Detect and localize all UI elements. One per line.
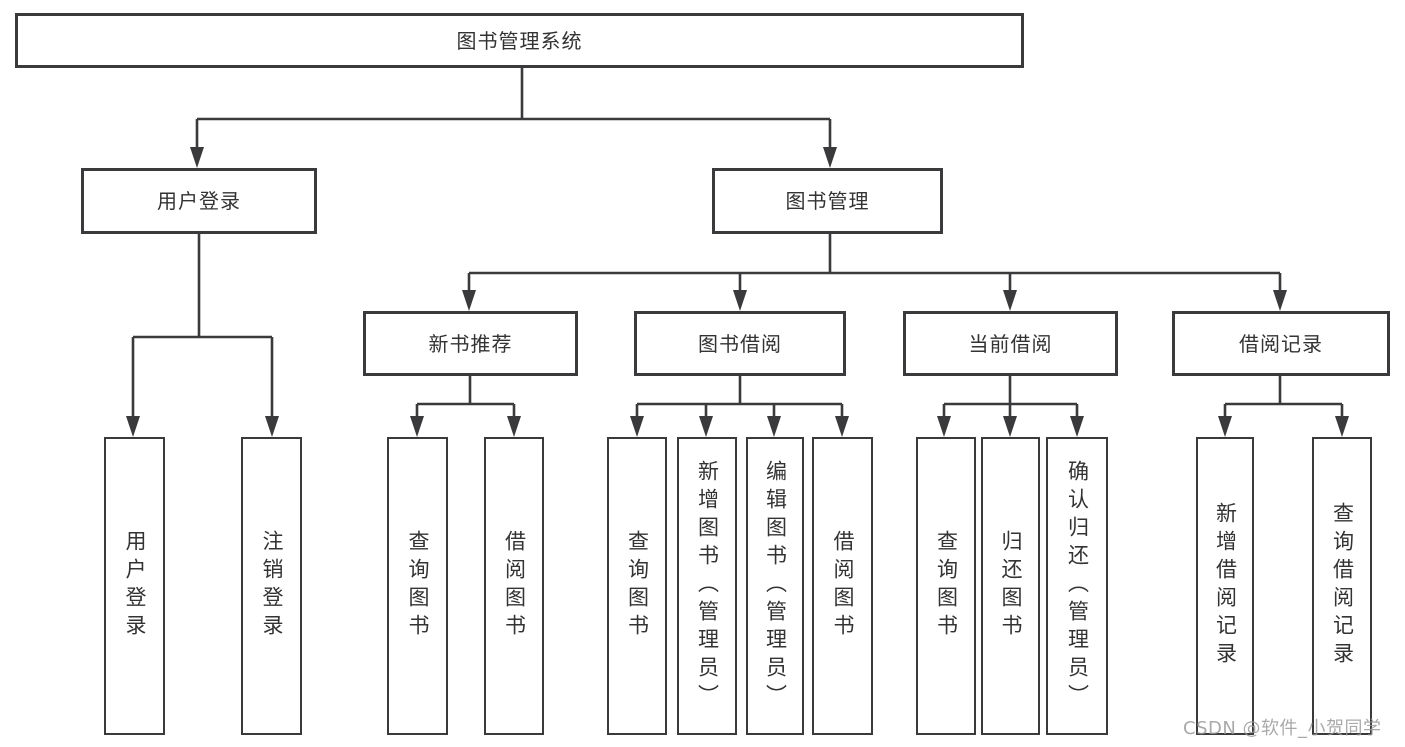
leaf-node-label: 查询图书 [934,530,959,642]
leaf-node-label: 新增借阅记录 [1213,502,1238,670]
node-book-borrow-label: 图书借阅 [698,331,782,356]
leaf-node-label: 查询借阅记录 [1330,502,1355,670]
leaf-node-edit-book-admin: 编辑图书（管理员） [746,437,804,735]
leaf-node-query-borrow-record: 查询借阅记录 [1312,437,1372,735]
leaf-node-query-book-2: 查询图书 [607,437,667,735]
leaf-node-label: 用户登录 [123,530,147,642]
leaf-node-add-borrow-record: 新增借阅记录 [1196,437,1254,735]
node-root-label: 图书管理系统 [456,28,583,53]
leaf-node-confirm-return-admin: 确认归还（管理员） [1046,437,1108,735]
leaf-node-label: 确认归还（管理员） [1065,460,1090,712]
leaf-node-borrow-book-1: 借阅图书 [484,437,544,735]
leaf-node-borrow-book-2: 借阅图书 [812,437,873,735]
leaf-node-query-book-1: 查询图书 [387,437,448,735]
leaf-node-label: 注销登录 [260,530,284,642]
leaf-node-label: 借阅图书 [831,530,855,642]
node-book-borrow: 图书借阅 [634,311,846,376]
node-current-borrow-label: 当前借阅 [968,331,1053,356]
leaf-node-label: 查询图书 [406,530,430,642]
leaf-node-label: 归还图书 [999,530,1023,642]
node-new-book-recommend-label: 新书推荐 [428,331,513,356]
leaf-node-user-login: 用户登录 [104,437,165,735]
node-new-book-recommend: 新书推荐 [363,311,578,376]
node-borrow-records: 借阅记录 [1172,311,1390,376]
node-user-login: 用户登录 [81,168,317,234]
node-book-management-label: 图书管理 [785,189,870,213]
leaf-node-return-book: 归还图书 [981,437,1040,735]
leaf-node-label: 新增图书（管理员） [695,460,720,712]
node-book-management: 图书管理 [712,168,943,234]
leaf-node-label: 查询图书 [625,530,650,642]
watermark-text: CSDN @软件_小贺同学 [1183,718,1382,739]
leaf-node-logout: 注销登录 [241,437,302,735]
leaf-node-add-book-admin: 新增图书（管理员） [677,437,737,735]
leaf-node-label: 借阅图书 [502,530,527,642]
node-borrow-records-label: 借阅记录 [1239,331,1323,356]
leaf-node-query-book-3: 查询图书 [916,437,976,735]
node-current-borrow: 当前借阅 [903,311,1118,376]
leaf-node-label: 编辑图书（管理员） [763,460,788,712]
node-user-login-label: 用户登录 [157,189,241,213]
node-root: 图书管理系统 [15,13,1024,68]
